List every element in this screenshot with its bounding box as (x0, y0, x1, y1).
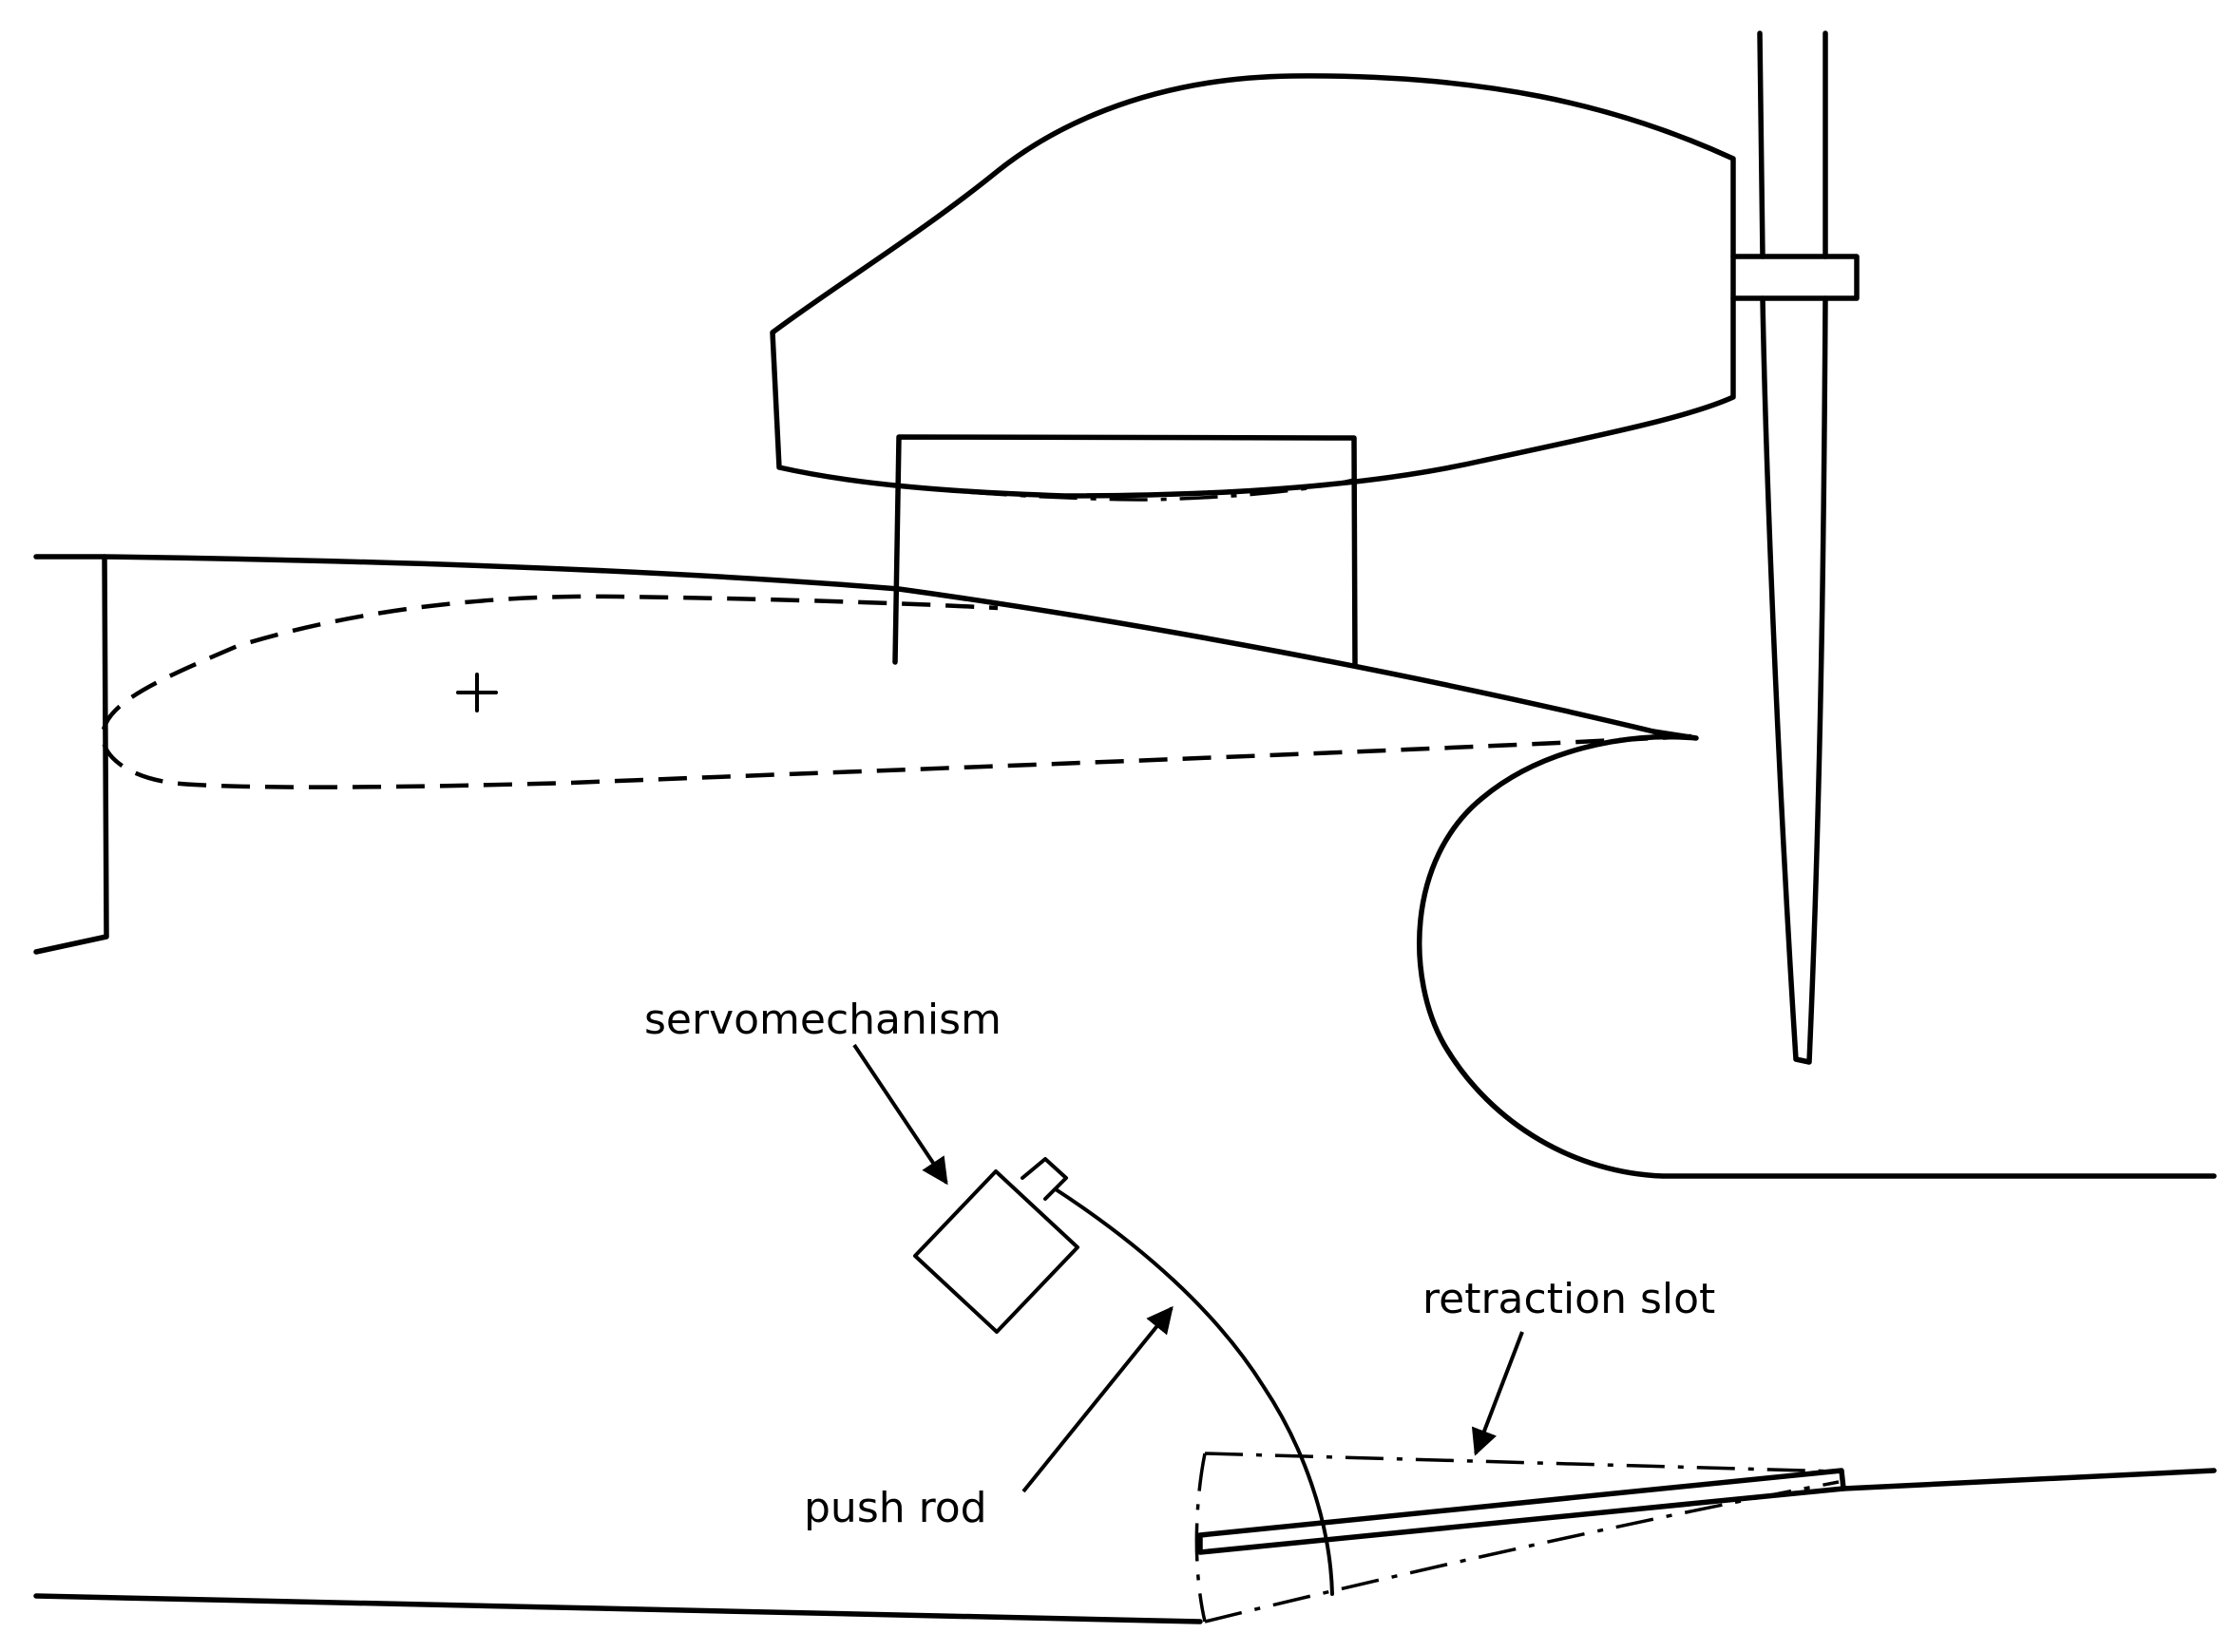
pod-dashdot-line (898, 478, 1355, 502)
wing-top-left-edge (33, 554, 1656, 734)
retraction-slot-outline (1194, 1452, 1840, 1624)
push-rod (1054, 1187, 1334, 1596)
arrow-retraction-slot (1471, 1331, 1524, 1456)
label-servomechanism: servomechanism (644, 996, 1002, 1044)
servomechanism-body (913, 1169, 1079, 1334)
propeller-blade (1757, 30, 1828, 1065)
label-push-rod: push rod (804, 1484, 987, 1532)
arrow-servomechanism (852, 1043, 948, 1186)
pod-outline (770, 73, 1736, 499)
mount-block (892, 434, 1358, 668)
wing-left-edge (33, 554, 109, 955)
arrow-push-rod (1021, 1305, 1174, 1493)
propeller-hub (1730, 254, 1860, 301)
label-retraction-slot: retraction slot (1422, 1275, 1715, 1323)
airfoil-profile (101, 594, 1692, 789)
fuselage-bottom-line (33, 1593, 1203, 1624)
retraction-plate (1197, 1468, 1846, 1555)
fuselage-right-line (1841, 1468, 2217, 1491)
center-marker (456, 673, 498, 712)
wing-trailing-hook (1417, 729, 2217, 1179)
